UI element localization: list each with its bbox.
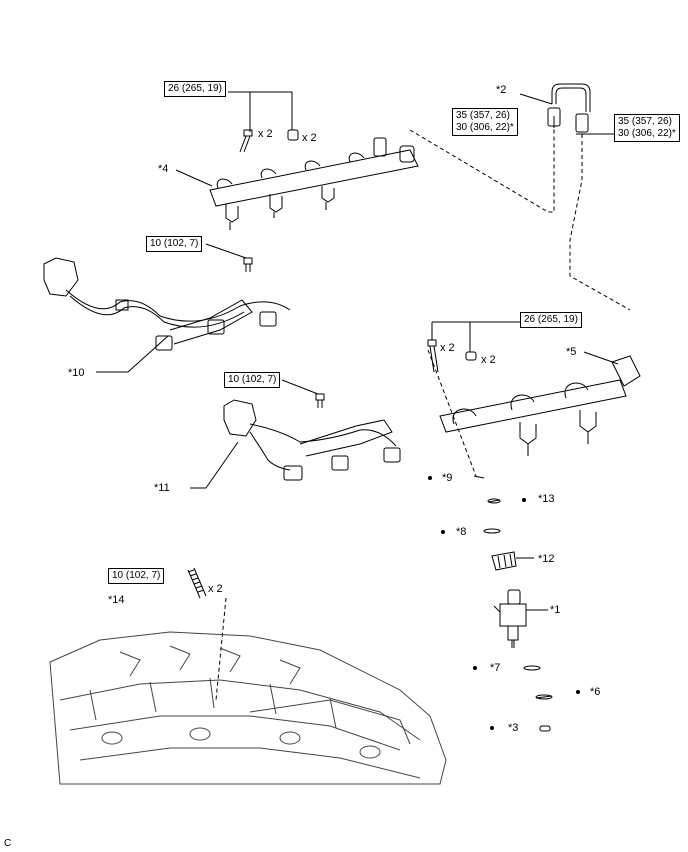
label-p5: *5 (566, 346, 577, 358)
bolt-wire-10 (243, 257, 253, 272)
leader-top-nut (228, 91, 293, 130)
leader-p11 (190, 441, 239, 489)
part-7 (523, 665, 541, 671)
torque-box-top-left: 26 (265, 19) (164, 81, 226, 97)
torque-box-fuel-pipe-right: 35 (357, 26) 30 (306, 22)* (614, 114, 680, 142)
leader-wire-10 (205, 243, 247, 259)
engine-block (49, 631, 447, 785)
nonreusable-dot-p7 (473, 666, 477, 670)
nonreusable-dot-p13 (522, 498, 526, 502)
bolt-wire-11 (315, 393, 325, 408)
label-p6: *6 (590, 686, 601, 698)
part-13 (487, 498, 501, 504)
fuel-rail-right-bank (439, 355, 641, 456)
nonreusable-dot-p6 (576, 690, 580, 694)
label-p3: *3 (508, 722, 519, 734)
dash-stud (215, 597, 227, 701)
qty-bolt-right: x 2 (440, 342, 455, 354)
wire-harness-11 (223, 399, 401, 481)
part-9 (473, 475, 485, 479)
qty-nut-top: x 2 (302, 132, 317, 144)
torque-box-stud: 10 (102, 7) (108, 568, 165, 584)
corner-code: C (4, 838, 12, 849)
label-p13: *13 (538, 493, 555, 505)
label-p9: *9 (442, 472, 453, 484)
dash-bolt-right (427, 349, 477, 477)
label-p2: *2 (496, 84, 507, 96)
torque-box-wire-11: 10 (102, 7) (224, 372, 281, 388)
label-p1: *1 (550, 604, 561, 616)
leader-p10 (96, 335, 169, 373)
part-3 (539, 725, 551, 732)
nonreusable-dot-p3 (490, 726, 494, 730)
part-8 (483, 528, 501, 534)
dash-pipe-right (569, 134, 631, 311)
nonreusable-dot-p9 (428, 476, 432, 480)
leader-wire-11 (281, 379, 319, 395)
nut-top (287, 129, 299, 141)
torque-value-1: 35 (357, 26) (618, 116, 672, 127)
label-p4: *4 (158, 163, 169, 175)
label-p7: *7 (490, 662, 501, 674)
qty-stud: x 2 (208, 583, 223, 595)
torque-value-2: 30 (306, 22)* (456, 122, 514, 133)
leader-p2 (519, 93, 553, 105)
bolt-right (427, 339, 439, 373)
torque-value-2: 30 (306, 22)* (618, 128, 676, 139)
label-p11: *11 (154, 482, 170, 494)
qty-bolt-top: x 2 (258, 128, 273, 140)
torque-box-fuel-pipe-left: 35 (357, 26) 30 (306, 22)* (452, 108, 518, 136)
nonreusable-dot-p8 (441, 530, 445, 534)
nut-right (465, 351, 477, 361)
qty-nut-right: x 2 (481, 354, 496, 366)
torque-value-1: 35 (357, 26) (456, 110, 510, 121)
leader-right-torque (431, 321, 520, 352)
part-1-injector (493, 589, 527, 648)
label-p10: *10 (68, 367, 85, 379)
dash-pipe-left (409, 128, 555, 213)
wire-harness-10 (43, 257, 291, 351)
part-6 (535, 694, 553, 700)
stud-14 (187, 567, 207, 599)
label-p14: *14 (108, 594, 125, 606)
leader-p4 (175, 169, 213, 187)
label-p8: *8 (456, 526, 467, 538)
part-12 (491, 551, 517, 571)
torque-box-wire-10: 10 (102, 7) (146, 236, 203, 252)
leader-p5 (583, 351, 619, 365)
label-p12: *12 (538, 553, 555, 565)
torque-box-right-rail: 26 (265, 19) (520, 312, 582, 328)
fuel-rail-left-bank (209, 137, 419, 230)
bolt-top (239, 129, 253, 153)
